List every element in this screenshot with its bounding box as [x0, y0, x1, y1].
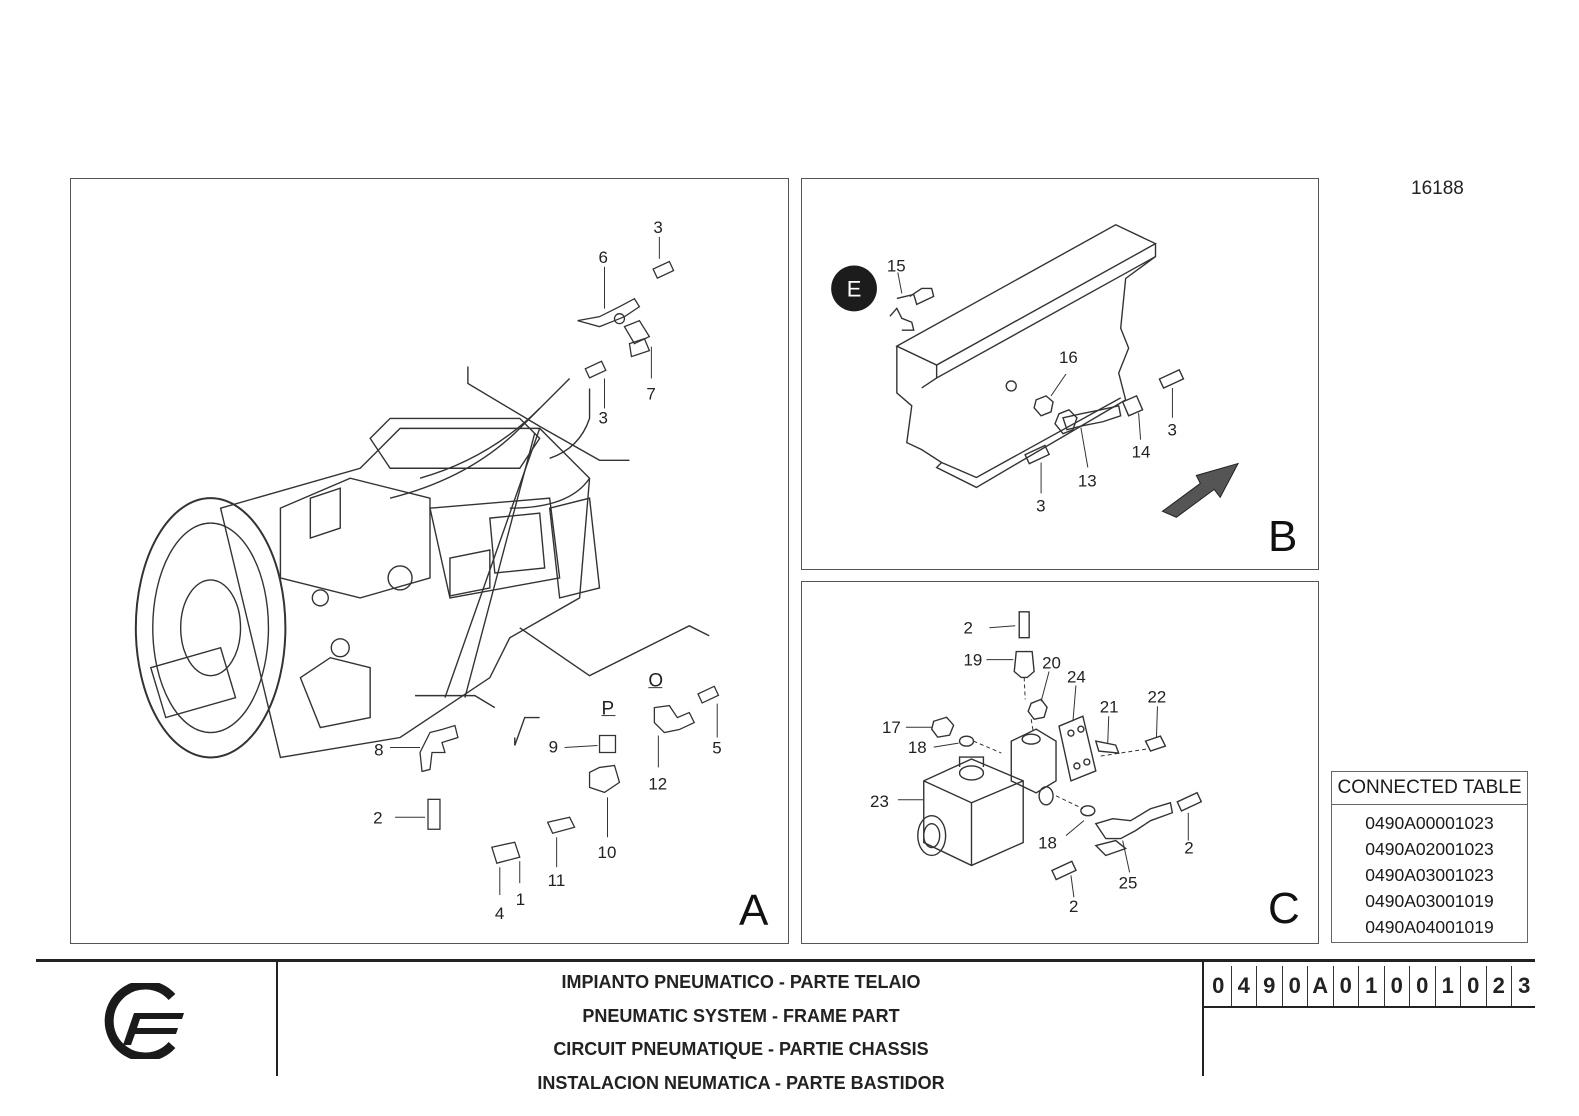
callout-c-2-bottom: 2: [1069, 897, 1078, 916]
panel-a-label: A: [739, 886, 769, 935]
title-italian: IMPIANTO PNEUMATICO - PARTE TELAIO: [561, 972, 921, 992]
marker-e-label: E: [847, 276, 862, 301]
panel-a: 3 6 7 3 8 2 9 P 10 11 12 O 5 4 1 A: [70, 178, 789, 944]
code-char: 4: [1230, 966, 1257, 1006]
code-char: 3: [1511, 966, 1537, 1006]
title-block-divider-right: [1202, 962, 1204, 1076]
panel-b-label: B: [1268, 512, 1298, 561]
callout-a-6: 6: [599, 248, 608, 267]
callout-c-2-top: 2: [964, 619, 973, 638]
connected-table-row: 0490A00001023: [1365, 813, 1494, 833]
panel-b-drawing: E 15 16 13 14 3 3: [831, 223, 1240, 518]
marker-e-badge: [831, 265, 877, 312]
callout-c-19: 19: [964, 651, 983, 670]
part-code: 0 4 9 0 A 0 1 0 0 1 0 2 3: [1206, 966, 1537, 1006]
code-char: 0: [1383, 966, 1410, 1006]
code-char: 0: [1212, 973, 1225, 998]
code-char: 0: [1409, 966, 1435, 1006]
callout-c-17: 17: [882, 718, 901, 737]
company-logo: [104, 980, 188, 1062]
callout-c-23: 23: [870, 792, 889, 811]
callout-a-3-top: 3: [653, 218, 662, 237]
code-char: 0: [1281, 966, 1308, 1006]
panel-c-drawing: 2 19 20 24 21 22 17 18 23 18 25 2 2: [870, 611, 1203, 916]
callout-c-24: 24: [1067, 667, 1086, 686]
callout-b-15: 15: [887, 257, 906, 276]
callout-a-o: O: [648, 671, 663, 692]
code-char: 1: [1358, 966, 1384, 1006]
callout-a-8: 8: [374, 740, 383, 759]
logo-icon: [104, 980, 184, 1062]
connected-table-row: 0490A03001019: [1365, 891, 1494, 911]
title-block-text: IMPIANTO PNEUMATICO - PARTE TELAIO PNEUM…: [280, 966, 1202, 1100]
callout-a-9: 9: [549, 737, 558, 756]
code-char: 9: [1256, 966, 1282, 1006]
connected-table: CONNECTED TABLE 0490A00001023 0490A02001…: [1331, 771, 1528, 943]
title-block-divider-left: [276, 962, 278, 1076]
callout-a-5: 5: [712, 738, 721, 757]
connected-table-row: 0490A02001023: [1365, 839, 1494, 859]
title-french: CIRCUIT PNEUMATIQUE - PARTIE CHASSIS: [553, 1039, 929, 1059]
callout-c-21: 21: [1100, 697, 1119, 716]
callout-c-20: 20: [1042, 654, 1061, 673]
callout-b-3-bottom: 3: [1036, 496, 1045, 515]
code-char: A: [1307, 966, 1333, 1006]
callout-a-12: 12: [648, 774, 667, 793]
panel-a-drawing: 3 6 7 3 8 2 9 P 10 11 12 O 5 4 1: [134, 218, 722, 923]
title-spanish: INSTALACION NEUMATICA - PARTE BASTIDOR: [537, 1072, 945, 1093]
callout-c-18-left: 18: [908, 738, 927, 757]
callout-a-10: 10: [598, 843, 617, 862]
callout-a-4: 4: [495, 904, 504, 923]
code-char: 0: [1332, 966, 1359, 1006]
callout-b-16: 16: [1059, 348, 1078, 367]
code-char: 0: [1460, 966, 1486, 1006]
code-char: 2: [1485, 966, 1512, 1006]
code-char: 1: [1434, 966, 1461, 1006]
code-underline: [1204, 1006, 1535, 1008]
connected-table-title: CONNECTED TABLE: [1332, 772, 1527, 805]
callout-a-11: 11: [548, 871, 566, 890]
callout-b-14: 14: [1132, 443, 1151, 462]
title-english: PNEUMATIC SYSTEM - FRAME PART: [582, 1005, 900, 1026]
callout-a-1: 1: [516, 890, 525, 909]
panel-c: 2 19 20 24 21 22 17 18 23 18 25 2 2 C: [801, 581, 1319, 944]
callout-c-2-right: 2: [1184, 838, 1193, 857]
callout-c-25: 25: [1119, 873, 1138, 892]
callout-c-18-right: 18: [1038, 834, 1057, 853]
callout-a-3-bottom: 3: [599, 408, 608, 427]
callout-a-p: P: [602, 699, 615, 720]
panel-c-label: C: [1268, 884, 1300, 933]
callout-a-2: 2: [373, 808, 382, 827]
connected-table-row: 0490A03001023: [1365, 865, 1494, 885]
callout-b-3-right: 3: [1167, 421, 1176, 440]
connected-table-row: 0490A04001019: [1365, 917, 1494, 937]
title-block-top-rule: [36, 959, 1535, 962]
drawing-number: 16188: [1411, 178, 1464, 199]
callout-a-7: 7: [646, 384, 655, 403]
callout-b-13: 13: [1078, 471, 1097, 490]
panel-b: E 15 16 13 14 3 3 B: [801, 178, 1319, 570]
callout-c-22: 22: [1148, 687, 1167, 706]
